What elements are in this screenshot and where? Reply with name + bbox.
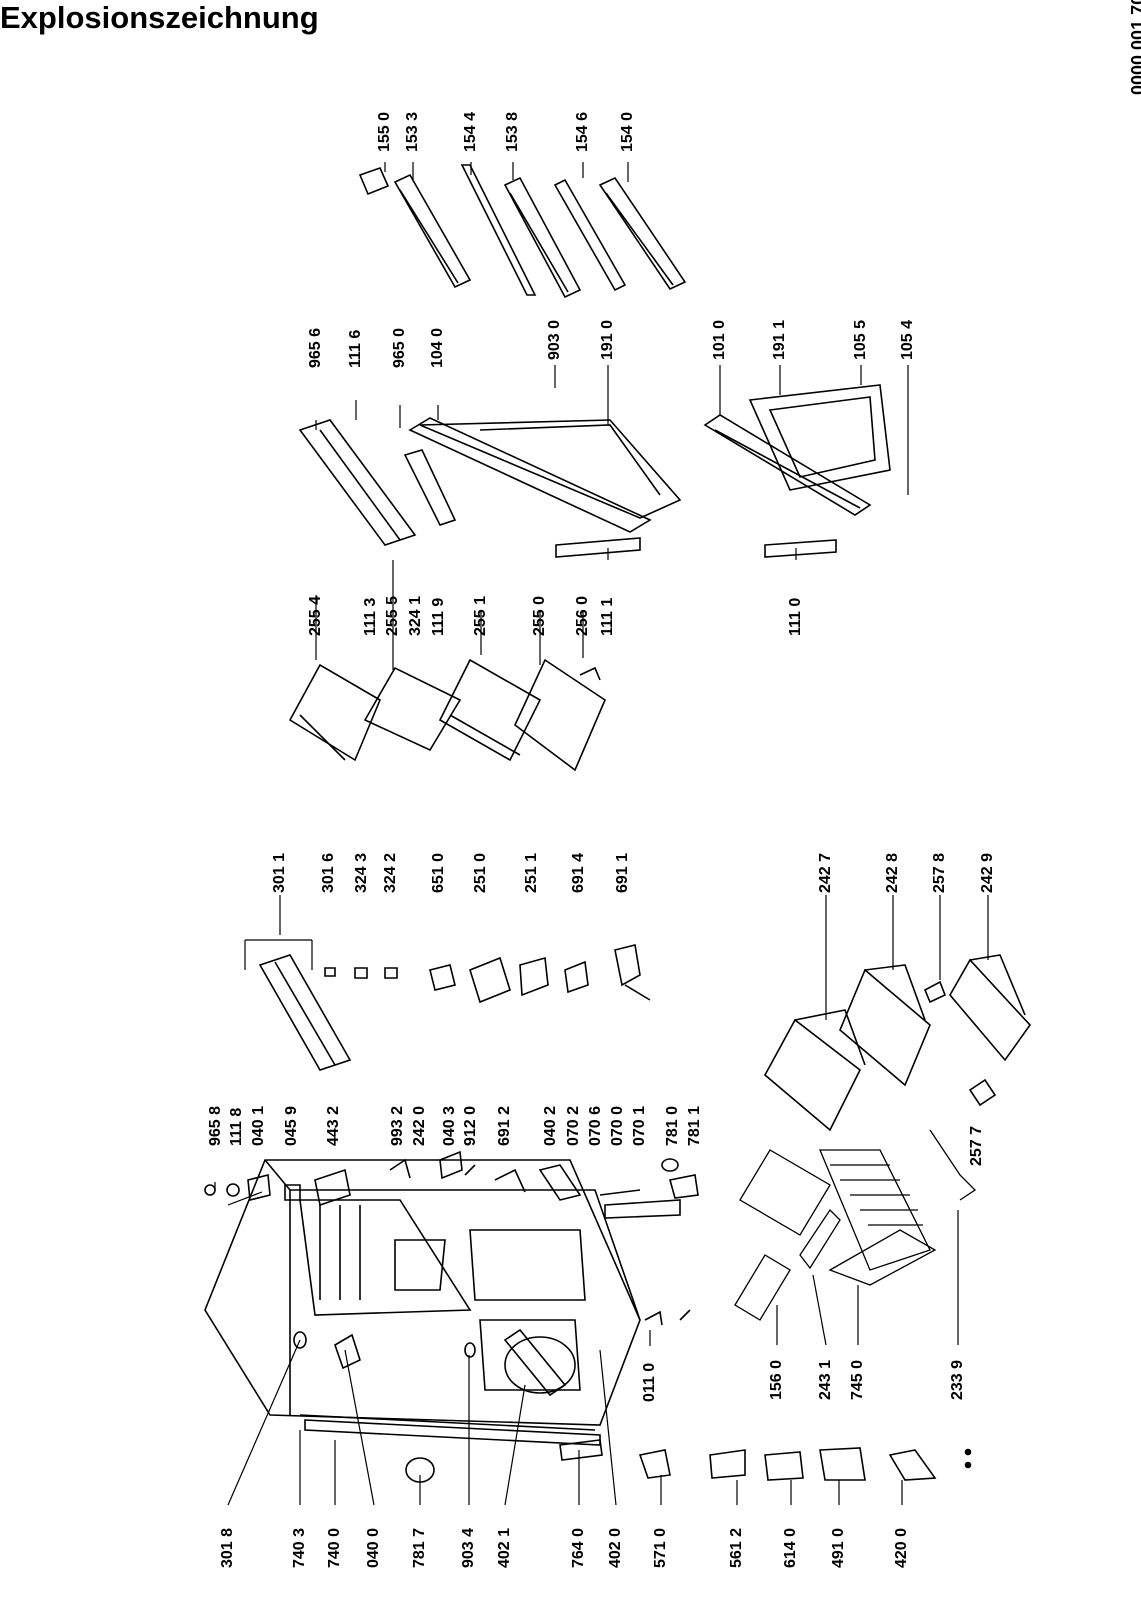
part-label: 255 4 — [307, 595, 324, 636]
part-label: 255 0 — [531, 595, 548, 636]
part-label: 155 0 — [376, 111, 393, 152]
part-label: 257 7 — [968, 1125, 985, 1166]
part-label: 402 0 — [607, 1527, 624, 1568]
part-label: 324 1 — [407, 595, 424, 636]
part-label: 242 9 — [979, 852, 996, 893]
part-label: 324 3 — [353, 852, 370, 893]
part-label: 691 4 — [570, 852, 587, 893]
part-label: 443 2 — [325, 1105, 342, 1146]
part-label: 324 2 — [382, 852, 399, 893]
part-label: 491 0 — [830, 1527, 847, 1568]
leader-lines — [215, 162, 988, 1505]
part-label: 070 1 — [631, 1105, 648, 1146]
control-parts — [260, 945, 650, 1070]
part-label: 301 1 — [271, 852, 288, 893]
part-label: 301 8 — [219, 1527, 236, 1568]
part-label: 070 2 — [565, 1105, 582, 1146]
freezer-rack — [735, 1130, 975, 1320]
part-label: 993 2 — [389, 1105, 406, 1146]
compressor-parts — [294, 1330, 971, 1482]
part-label: 561 2 — [728, 1527, 745, 1568]
part-label: 256 0 — [574, 595, 591, 636]
part-label: 764 0 — [570, 1527, 587, 1568]
part-label: 965 0 — [391, 327, 408, 368]
part-label: 255 1 — [472, 595, 489, 636]
part-label: 045 9 — [283, 1105, 300, 1146]
part-label: 242 7 — [817, 852, 834, 893]
door-bins — [360, 165, 685, 297]
part-label: 740 3 — [291, 1527, 308, 1568]
cabinet — [205, 1160, 640, 1445]
part-label: 040 2 — [542, 1105, 559, 1146]
part-label: 105 5 — [852, 319, 869, 360]
part-label: 420 0 — [893, 1527, 910, 1568]
part-label: 111 3 — [362, 597, 379, 636]
part-label: 781 0 — [664, 1105, 681, 1146]
part-label: 154 4 — [462, 111, 479, 152]
part-label: 153 3 — [404, 111, 421, 152]
part-label: 301 6 — [320, 852, 337, 893]
part-label: 912 0 — [462, 1105, 479, 1146]
part-label: 740 0 — [326, 1527, 343, 1568]
part-label: 233 9 — [949, 1359, 966, 1400]
part-label: 242 0 — [411, 1105, 428, 1146]
part-label: 040 3 — [441, 1105, 458, 1146]
small-fittings — [205, 1152, 698, 1325]
part-label: 251 1 — [523, 852, 540, 893]
part-label: 154 6 — [574, 111, 591, 152]
part-label: 040 0 — [365, 1527, 382, 1568]
part-label: 154 0 — [619, 111, 636, 152]
part-label: 111 6 — [347, 329, 364, 368]
part-label: 745 0 — [849, 1359, 866, 1400]
part-label: 614 0 — [782, 1527, 799, 1568]
part-label: 156 0 — [768, 1359, 785, 1400]
part-label: 104 0 — [429, 327, 446, 368]
drawers — [765, 955, 1030, 1130]
part-label: 111 9 — [430, 597, 447, 636]
part-label: 781 7 — [411, 1527, 428, 1568]
part-label: 257 8 — [931, 852, 948, 893]
part-label: 191 1 — [771, 319, 788, 360]
shelves — [290, 660, 605, 770]
part-label: 070 0 — [609, 1105, 626, 1146]
part-label: 011 0 — [641, 1362, 658, 1402]
part-label: 571 0 — [652, 1527, 669, 1568]
part-label: 242 8 — [884, 852, 901, 893]
part-label: 101 0 — [711, 319, 728, 360]
part-label: 105 4 — [899, 319, 916, 360]
door-panels — [300, 385, 890, 557]
part-label: 965 6 — [307, 327, 324, 368]
part-label: 111 1 — [599, 597, 616, 636]
part-label: 691 2 — [496, 1105, 513, 1146]
part-label: 111 8 — [228, 1107, 245, 1146]
part-label: 040 1 — [250, 1105, 267, 1146]
part-label: 070 6 — [587, 1105, 604, 1146]
part-label: 111 0 — [787, 597, 804, 636]
part-label: 191 0 — [599, 319, 616, 360]
part-label: 153 8 — [504, 111, 521, 152]
page-title: Explosionszeichnung — [0, 0, 319, 35]
part-label: 903 0 — [546, 319, 563, 360]
part-label: 965 8 — [207, 1105, 224, 1146]
part-label: 402 1 — [496, 1527, 513, 1568]
part-label: 251 0 — [472, 852, 489, 893]
part-label: 243 1 — [817, 1359, 834, 1400]
part-label: 651 0 — [430, 852, 447, 893]
part-label: 255 5 — [384, 595, 401, 636]
part-label: 781 1 — [686, 1105, 703, 1146]
part-label: 691 1 — [614, 852, 631, 893]
part-label: 903 4 — [460, 1527, 477, 1568]
